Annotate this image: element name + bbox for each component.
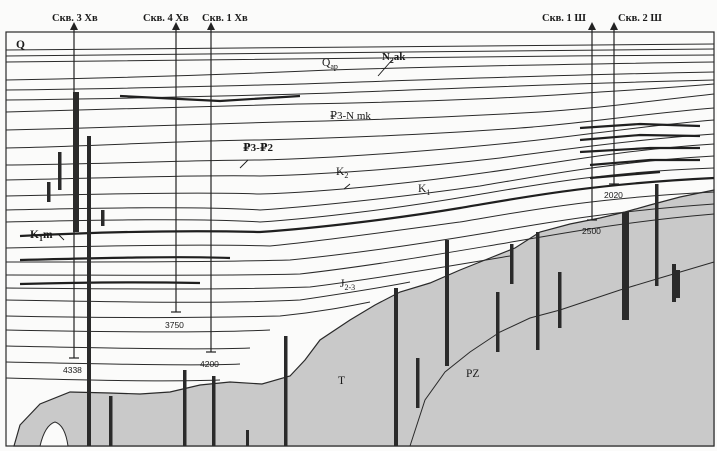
well-name-2sh: Скв. 2 Ш <box>618 13 662 24</box>
well-name-1hv: Скв. 1 Хв <box>202 13 248 24</box>
unit-label-n2ak: N2ak <box>382 51 406 65</box>
well-depth-3hv: 4338 <box>63 365 82 375</box>
well-depth-2sh: 2020 <box>604 190 623 200</box>
unit-label-q: Q <box>16 39 25 51</box>
basement-cutout-left <box>39 421 69 447</box>
label-leaders <box>57 59 393 241</box>
unit-label-k2: K2 <box>336 166 348 180</box>
well-arrows <box>70 22 618 30</box>
unit-label-p3nmk: ₽3-N mk <box>330 110 371 122</box>
unit-label-k1: K1 <box>418 183 430 197</box>
well-name-4hv: Скв. 4 Хв <box>143 13 189 24</box>
unit-label-p3p2: ₽3-₽2 <box>243 142 273 154</box>
unit-label-t: T <box>338 375 345 387</box>
unit-label-k1m: K1m <box>30 229 53 243</box>
unit-label-qap: Qap <box>322 57 338 71</box>
unit-label-j23: J2-3 <box>340 278 355 292</box>
well-name-3hv: Скв. 3 Хв <box>52 13 98 24</box>
pz-boundary <box>409 261 715 447</box>
horizons <box>5 43 715 382</box>
well-depth-1hv: 4200 <box>200 359 219 369</box>
faults <box>47 92 680 446</box>
well-name-1sh: Скв. 1 Ш <box>542 13 586 24</box>
unit-label-pz: PZ <box>466 368 479 380</box>
well-depth-4hv: 3750 <box>165 320 184 330</box>
well-depth-1sh: 2500 <box>582 226 601 236</box>
thick-beds <box>119 94 701 180</box>
